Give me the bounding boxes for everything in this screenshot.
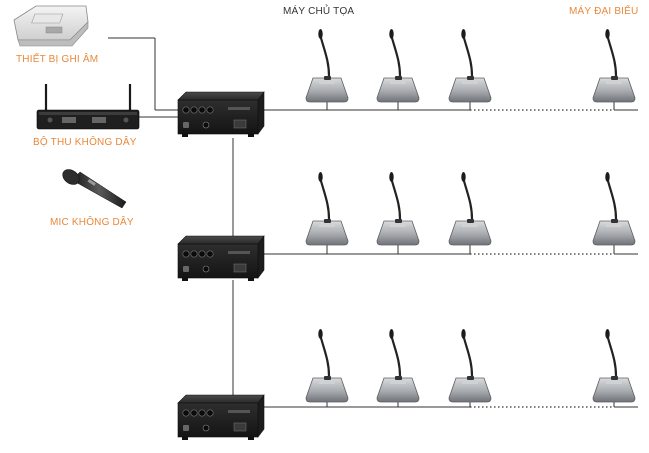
recorder-icon	[13, 5, 89, 47]
gooseneck-mic-unit-icon	[448, 172, 492, 246]
gooseneck-mic-unit-icon	[376, 29, 420, 103]
gooseneck-mic-unit-icon	[592, 29, 636, 103]
gooseneck-mic-unit-icon	[448, 29, 492, 103]
wireless-receiver-icon	[36, 84, 140, 130]
central-unit-icon	[177, 235, 265, 281]
recorder-label: THIẾT BỊ GHI ÂM	[16, 54, 99, 65]
gooseneck-mic-unit-icon	[305, 29, 349, 103]
gooseneck-mic-unit-icon	[305, 329, 349, 403]
wireless-mic-label: MIC KHÔNG DÂY	[50, 217, 134, 228]
devices	[13, 5, 636, 440]
gooseneck-mic-unit-icon	[448, 329, 492, 403]
chairman-label: MÁY CHỦ TỌA	[283, 6, 355, 17]
delegate-label: MÁY ĐẠI BIỂU	[569, 6, 639, 17]
central-unit-icon	[177, 394, 265, 440]
gooseneck-mic-unit-icon	[376, 172, 420, 246]
gooseneck-mic-unit-icon	[376, 329, 420, 403]
central-unit-icon	[177, 91, 265, 137]
receiver-label: BỘ THU KHÔNG DÂY	[33, 137, 137, 148]
handheld-mic-icon	[62, 169, 127, 209]
wiring	[108, 37, 638, 408]
gooseneck-mic-unit-icon	[592, 329, 636, 403]
gooseneck-mic-unit-icon	[592, 172, 636, 246]
gooseneck-mic-unit-icon	[305, 172, 349, 246]
